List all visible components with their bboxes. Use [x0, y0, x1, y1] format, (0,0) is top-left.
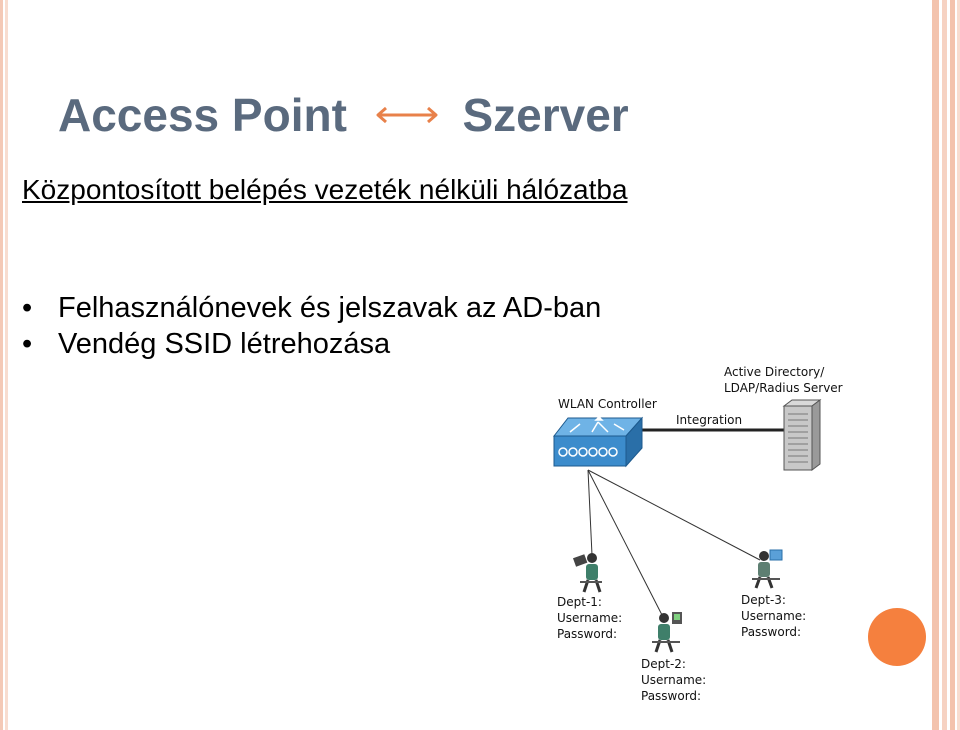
- dept-1-credentials: Dept-1: Username: Password:: [557, 594, 622, 642]
- server-tower-icon: [782, 399, 822, 471]
- bullet-list: • Felhasználónevek és jelszavak az AD-ba…: [22, 290, 601, 362]
- bullet-text: Felhasználónevek és jelszavak az AD-ban: [58, 292, 602, 324]
- bullet-dot: •: [22, 328, 33, 360]
- right-decorative-border: [930, 0, 960, 730]
- slide-title: Access Point Szerver: [58, 84, 629, 141]
- slide-subtitle: Központosított belépés vezeték nélküli h…: [22, 174, 628, 205]
- dept-2-credentials: Dept-2: Username: Password:: [641, 656, 706, 704]
- server-label-line1: Active Directory/: [724, 365, 825, 379]
- dept-3-name: Dept-3:: [741, 593, 786, 607]
- dept-3-password: Password:: [741, 625, 802, 639]
- dept-1-username: Username:: [557, 611, 623, 625]
- dept-1-password: Password:: [557, 627, 618, 641]
- left-decorative-border: [0, 0, 8, 730]
- user-dept-1-icon: [572, 553, 602, 593]
- link-dept-3: [587, 469, 761, 561]
- dept-2-name: Dept-2:: [641, 657, 686, 671]
- wlan-controller-icon: [552, 415, 644, 468]
- dept-3-credentials: Dept-3: Username: Password:: [741, 592, 806, 640]
- bullet-item-ad-credentials: • Felhasználónevek és jelszavak az AD-ba…: [22, 290, 601, 326]
- wlan-controller-label: WLAN Controller: [558, 397, 657, 411]
- integration-label: Integration: [676, 413, 743, 427]
- dept-1-name: Dept-1:: [557, 595, 602, 609]
- network-diagram: Active Directory/ LDAP/Radius Server WLA…: [540, 360, 860, 720]
- dept-2-username: Username:: [641, 673, 707, 687]
- bullet-dot: •: [22, 292, 33, 324]
- orange-accent-circle: [868, 608, 926, 666]
- user-dept-3-icon: [752, 549, 783, 589]
- bullet-item-guest-ssid: • Vendég SSID létrehozása: [22, 326, 601, 362]
- user-dept-2-icon: [652, 612, 682, 653]
- title-szerver: Szerver: [462, 88, 629, 141]
- server-label-line2: LDAP/Radius Server: [724, 381, 843, 395]
- network-diagram-graphic: [552, 399, 822, 653]
- double-arrow-icon: [376, 106, 438, 123]
- dept-2-password: Password:: [641, 689, 702, 703]
- server-label: Active Directory/ LDAP/Radius Server: [724, 364, 843, 396]
- link-dept-1: [587, 469, 593, 556]
- bullet-text: Vendég SSID létrehozása: [58, 328, 391, 360]
- title-access-point: Access Point: [58, 88, 347, 141]
- dept-3-username: Username:: [741, 609, 807, 623]
- link-dept-2: [587, 469, 663, 616]
